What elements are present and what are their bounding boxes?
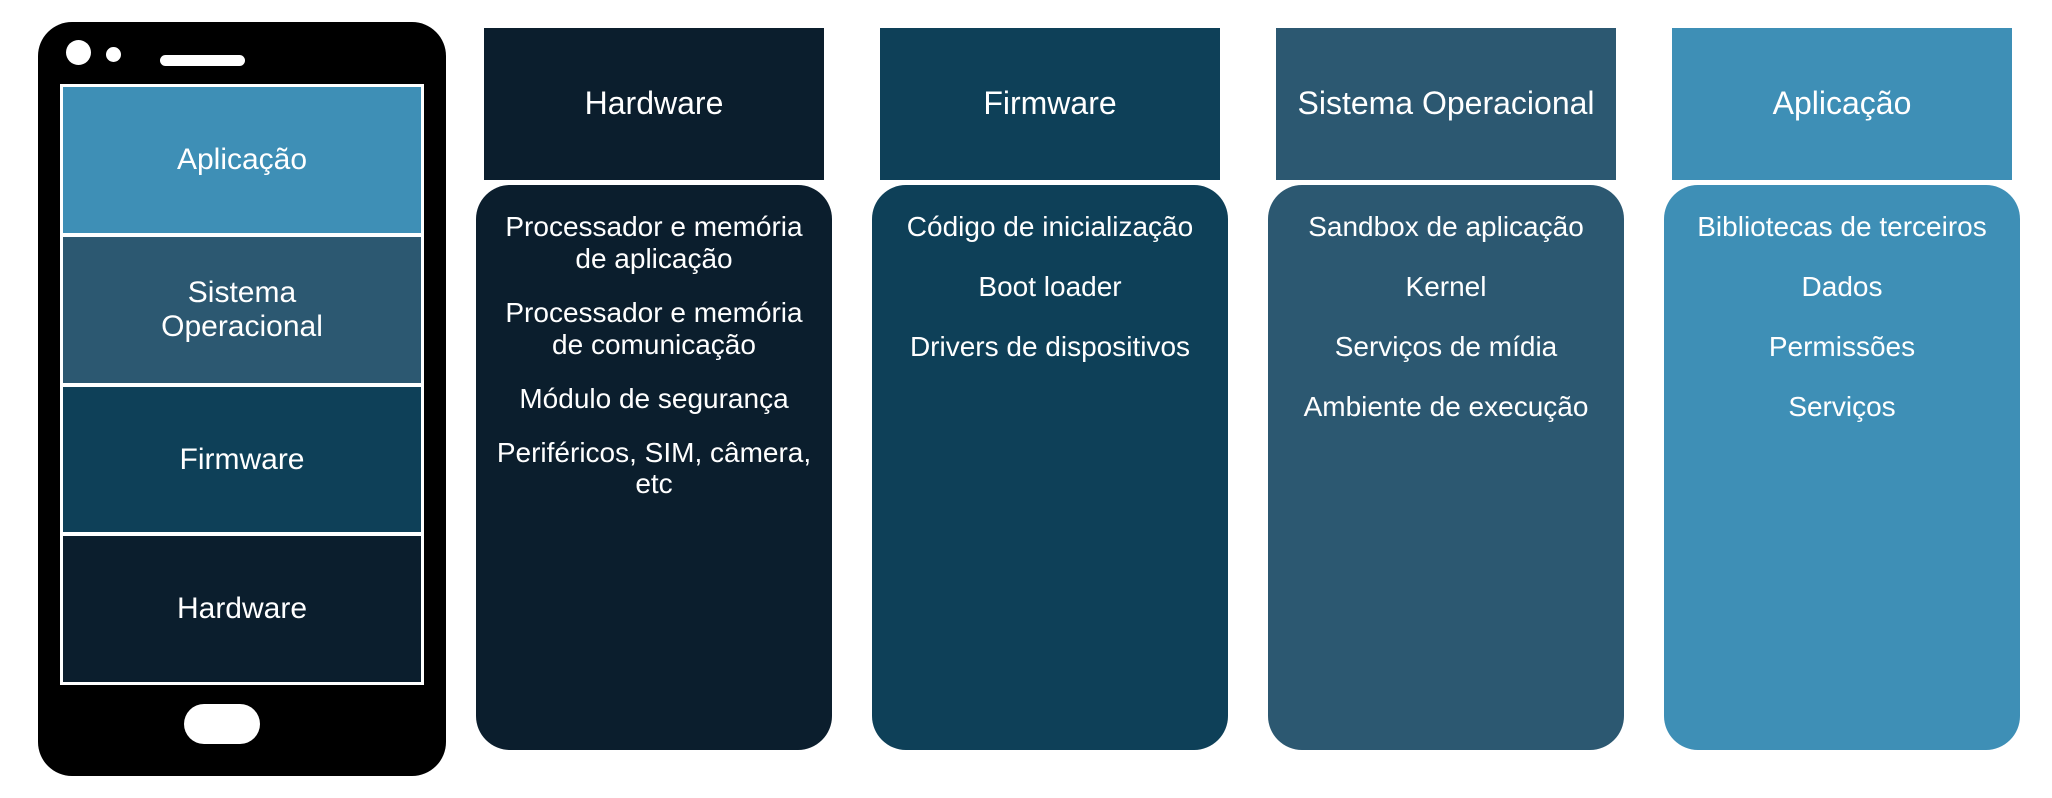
column-header-label: Sistema Operacional [1297,85,1595,122]
column-item: Serviços de mídia [1334,330,1558,362]
phone-layer-label: Aplicação [176,143,308,177]
column-item: Módulo de segurança [519,382,789,414]
column-hardware: Hardware Processador e memória de aplica… [476,28,832,750]
column-header-label: Aplicação [1772,85,1912,122]
speaker-bar-icon [160,55,245,66]
column-header-sistema-operacional: Sistema Operacional [1276,28,1616,180]
column-sistema-operacional: Sistema Operacional Sandbox de aplicação… [1268,28,1624,750]
sensor-dot-icon [106,47,121,62]
column-body-aplicacao: Bibliotecas de terceiros Dados Permissõe… [1664,185,2020,750]
column-item: Dados [1801,270,1883,302]
phone-layer-label: Hardware [176,592,308,626]
phone-screen: Aplicação Sistema Operacional Firmware H… [60,84,424,685]
column-item: Boot loader [978,270,1122,302]
column-item: Serviços [1788,390,1896,422]
column-item: Ambiente de execução [1303,390,1589,422]
column-body-firmware: Código de inicialização Boot loader Driv… [872,185,1228,750]
column-item: Processador e memória de aplicação [505,211,803,274]
column-header-firmware: Firmware [880,28,1220,180]
column-item: Bibliotecas de terceiros [1697,211,1987,242]
column-item: Processador e memória de comunicação [505,296,803,360]
phone-layer-label: Sistema Operacional [161,276,323,343]
column-item: Permissões [1768,330,1916,362]
column-firmware: Firmware Código de inicialização Boot lo… [872,28,1228,750]
column-header-aplicacao: Aplicação [1672,28,2012,180]
column-body-sistema-operacional: Sandbox de aplicação Kernel Serviços de … [1268,185,1624,750]
column-header-label: Hardware [584,85,724,122]
column-item: Sandbox de aplicação [1308,211,1584,242]
camera-dot-icon [66,40,91,65]
column-item: Código de inicialização [906,211,1194,242]
column-header-hardware: Hardware [484,28,824,180]
column-item: Periféricos, SIM, câmera, etc [496,436,812,500]
phone-layer-firmware: Firmware [63,386,421,537]
column-body-hardware: Processador e memória de aplicação Proce… [476,185,832,750]
phone-mockup: Aplicação Sistema Operacional Firmware H… [38,22,446,776]
column-item: Drivers de dispositivos [909,330,1191,362]
phone-layer-aplicacao: Aplicação [63,87,421,237]
phone-layer-label: Firmware [179,442,305,476]
column-item: Kernel [1405,270,1487,302]
phone-layer-hardware: Hardware [63,536,421,682]
column-aplicacao: Aplicação Bibliotecas de terceiros Dados… [1664,28,2020,750]
home-button-icon [184,704,260,744]
column-header-label: Firmware [983,85,1117,122]
phone-layer-sistema-operacional: Sistema Operacional [63,236,421,387]
